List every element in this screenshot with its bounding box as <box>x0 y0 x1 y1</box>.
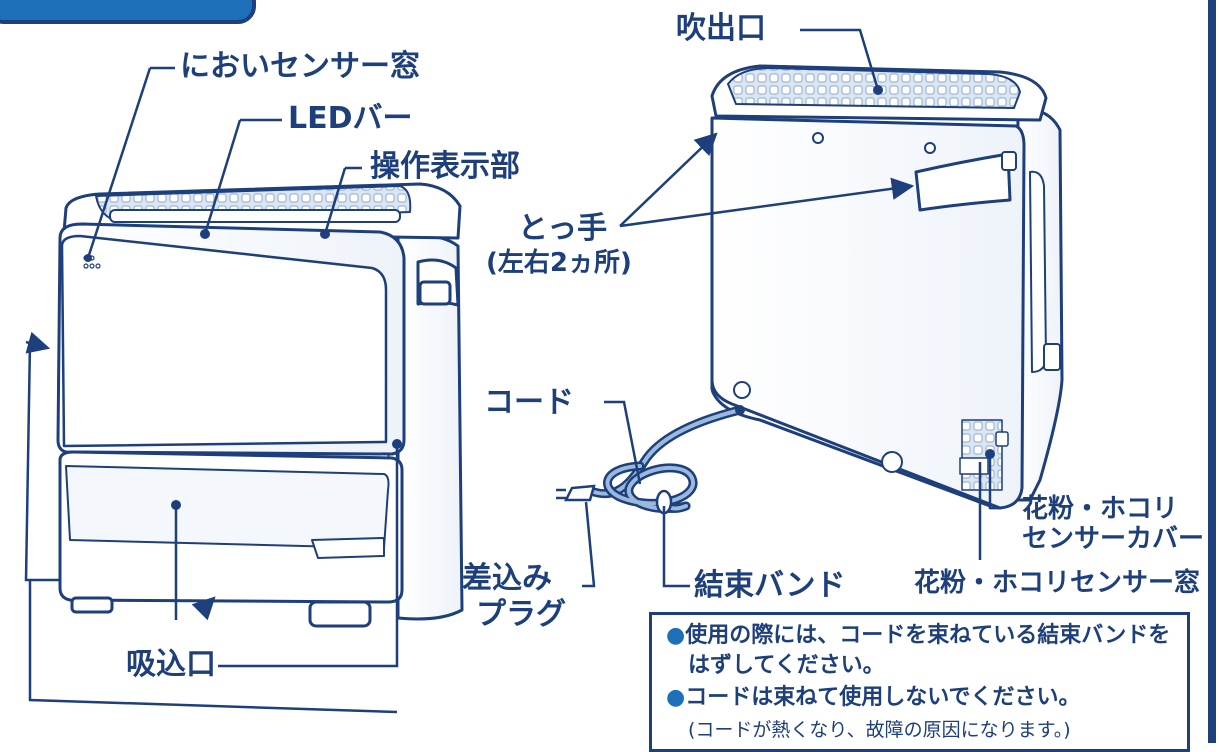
note-text-4: (コードが熱くなり、故障の原因になります。) <box>688 719 1071 741</box>
note-line-3: ●コードは束ねて使用しないでください。 <box>666 685 1081 711</box>
label-inlet: 吸込口 <box>126 647 216 682</box>
caution-note-box: ●使用の際には、コードを束ねている結束バンドを はずしてください。 ●コードは束… <box>649 612 1190 752</box>
label-outlet: 吹出口 <box>676 11 766 46</box>
label-plug-line1: 差込み <box>462 561 552 596</box>
label-cord: コード <box>484 385 574 420</box>
page-right-border <box>1208 0 1216 743</box>
label-control-display: 操作表示部 <box>370 149 520 184</box>
note-bullet-2: ● <box>666 685 686 710</box>
label-dust-sensor-cover-line1: 花粉・ホコリ <box>1022 494 1179 524</box>
power-plug <box>556 484 596 502</box>
section-tab-header <box>0 0 256 24</box>
back-leader-lines <box>582 28 1002 588</box>
note-text-3: コードは束ねて使用しないでください。 <box>685 685 1081 710</box>
label-odor-sensor-window: においセンサー窓 <box>180 49 420 84</box>
note-line-2: はずしてください。 <box>688 653 885 679</box>
label-plug-line2: プラグ <box>476 597 566 632</box>
label-led-bar: LEDバー <box>288 101 413 136</box>
note-bullet-1: ● <box>666 623 686 648</box>
front-air-purifier <box>56 182 464 628</box>
note-line-1: ●使用の際には、コードを束ねている結束バンドを <box>666 623 1170 649</box>
front-leader-lines <box>24 66 399 714</box>
label-dust-sensor-cover-line2: センサーカバー <box>1022 524 1205 554</box>
label-handle-line2: (左右2ヵ所) <box>486 248 632 278</box>
note-line-4: (コードが熱くなり、故障の原因になります。) <box>688 717 1071 743</box>
note-text-2: はずしてください。 <box>688 653 885 678</box>
label-dust-sensor-window: 花粉・ホコリセンサー窓 <box>914 568 1201 598</box>
note-text-1: 使用の際には、コードを束ねている結束バンドを <box>685 623 1171 648</box>
label-binding-band: 結束バンド <box>694 568 846 603</box>
label-handle-line1: とっ手 <box>518 211 608 246</box>
back-air-purifier <box>710 64 1064 510</box>
